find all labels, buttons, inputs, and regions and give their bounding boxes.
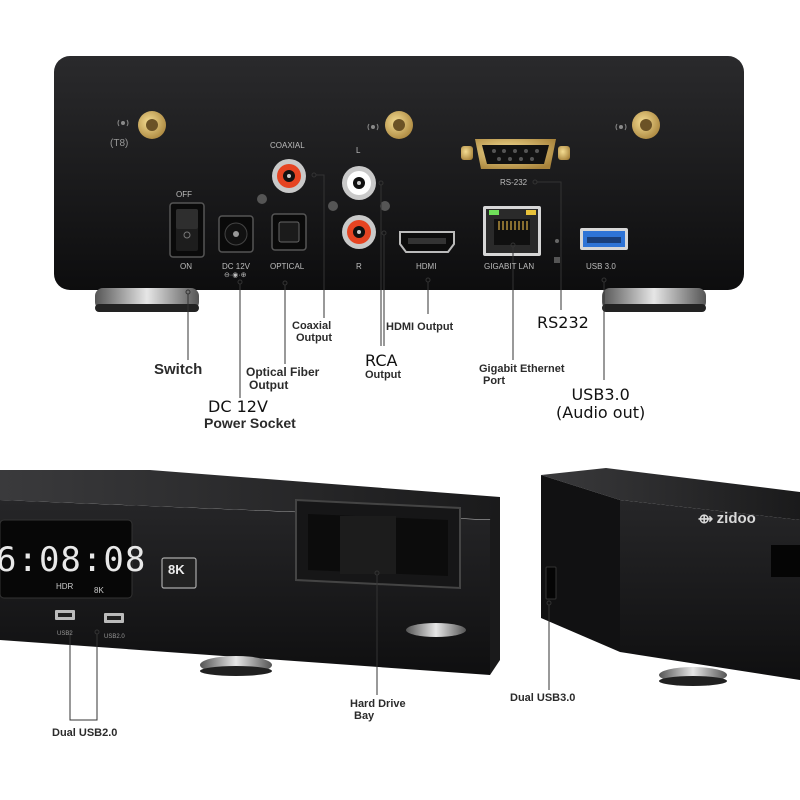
gigabit-callout-line2: Port [483, 375, 505, 387]
rs232-label: RS-232 [500, 178, 528, 187]
coaxial-port [272, 159, 306, 193]
hdd-callout-line2: Bay [354, 710, 375, 722]
gigabit-callout-line1: Gigabit Ethernet [479, 363, 565, 375]
dual-usb30-callout: Dual USB3.0 [510, 692, 576, 704]
callout-lines [185, 172, 607, 398]
usb2-label-b: USB2.0 [104, 634, 125, 640]
ethernet-port [483, 206, 541, 256]
optical-label: OPTICAL [270, 262, 305, 271]
gigabit-callout: Gigabit Ethernet Port [479, 363, 565, 387]
hdd-callout: Hard Drive Bay [350, 698, 406, 722]
power-switch [169, 202, 205, 258]
optical-callout-line1: Optical Fiber [246, 365, 320, 379]
coaxial-callout: Coaxial Output [292, 320, 332, 344]
usb30-callout-line1: USB3.0 [571, 385, 630, 404]
on-label: ON [180, 262, 192, 271]
dc-callout-line2: Power Socket [204, 415, 296, 431]
front-clock-display: 6:08:08 [0, 540, 147, 580]
usb2-label-a: USB2 [57, 631, 73, 637]
gigabit-lan-label: GIGABIT LAN [484, 262, 535, 271]
rca-callout-line1: RCA [365, 351, 398, 370]
eightk-indicator: 8K [94, 586, 104, 595]
optical-callout: Optical Fiber Output [246, 366, 319, 392]
usb30-callout: USB3.0 (Audio out) [556, 386, 645, 422]
rca-left-port [342, 166, 376, 200]
dc-callout: DC 12V Power Socket [204, 398, 296, 431]
wifi-icon [117, 119, 627, 131]
coaxial-callout-line1: Coaxial [292, 320, 332, 332]
optical-callout-line2: Output [249, 378, 289, 392]
side-device [541, 468, 800, 690]
dc12v-label: DC 12V [222, 262, 251, 271]
t8-label: (T8) [110, 138, 129, 149]
hdmi-port [399, 231, 455, 253]
coaxial-label: COAXIAL [270, 141, 305, 150]
usb30-port [580, 228, 628, 250]
front-device [0, 470, 500, 721]
zidoo-logo: ⟴ zidoo [698, 510, 756, 527]
zidoo-logo-icon: ⟴ [698, 511, 717, 526]
coaxial-callout-line2: Output [296, 332, 333, 344]
antenna-connector-left [138, 111, 166, 139]
r-label: R [356, 262, 362, 271]
usb30-callout-line2: (Audio out) [556, 403, 646, 422]
usb30-label: USB 3.0 [586, 262, 616, 271]
hdmi-label: HDMI [416, 262, 437, 271]
rs232-port [461, 139, 570, 169]
switch-callout: Switch [154, 361, 203, 378]
rca-right-port [342, 215, 376, 249]
optical-port [271, 213, 307, 251]
antenna-connector-middle [385, 111, 413, 139]
eightk-badge: 8K [168, 562, 185, 577]
dc-callout-line1: DC 12V [208, 397, 268, 416]
hdd-callout-line1: Hard Drive [350, 698, 406, 710]
zidoo-brand: zidoo [716, 510, 756, 527]
rca-callout: RCA Output [365, 352, 401, 381]
antenna-connector-right [632, 111, 660, 139]
rs232-callout: RS232 [537, 313, 589, 332]
l-label: L [356, 146, 361, 155]
back-foot-right [602, 288, 706, 312]
hdr-indicator: HDR [56, 582, 74, 591]
rca-callout-line2: Output [365, 369, 402, 381]
back-foot-left [95, 288, 199, 312]
dc-power-jack [218, 215, 254, 253]
dual-usb20-callout: Dual USB2.0 [52, 727, 118, 739]
off-label: OFF [176, 190, 192, 199]
hdmi-output-callout: HDMI Output [386, 321, 454, 333]
dc-polarity-icon: ⊖·◉·⊕ [224, 272, 247, 279]
back-panel-body [54, 56, 744, 290]
